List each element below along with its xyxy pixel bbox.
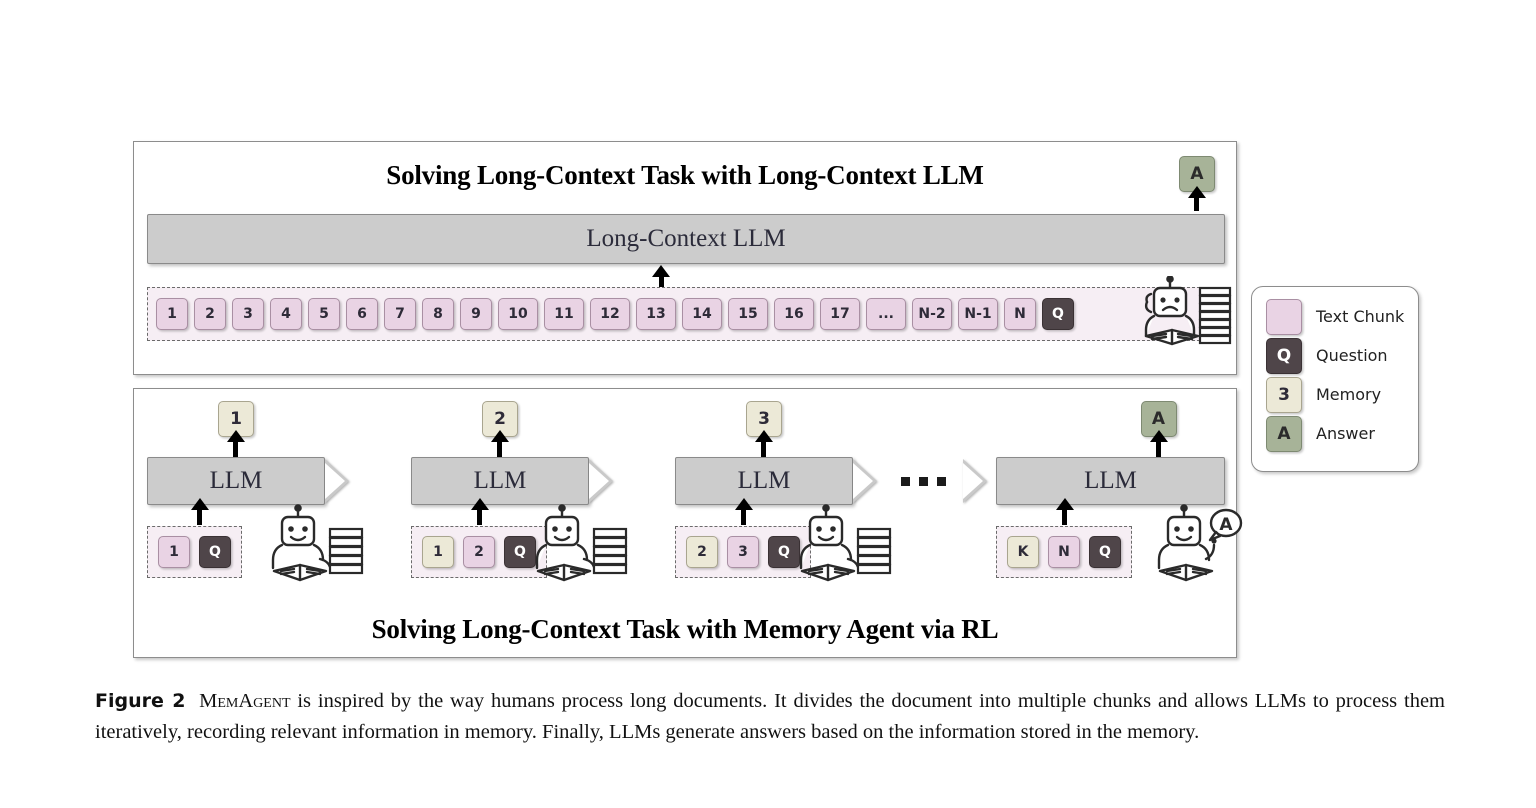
chunk-token: 1	[156, 298, 188, 330]
caption-figure-label: Figure 2	[95, 690, 186, 712]
top-panel-title: Solving Long-Context Task with Long-Cont…	[386, 160, 984, 190]
legend-swatch-answer: A	[1266, 415, 1302, 452]
step-3-output-arrow-stem	[761, 439, 766, 457]
step-1-input-arrow-head	[191, 498, 209, 510]
robot-writing-with-book-stack	[535, 504, 628, 582]
legend-swatch-chunk	[1266, 298, 1302, 335]
chunk-token: 9	[460, 298, 492, 330]
chunk-token: 7	[384, 298, 416, 330]
step-2-output-arrow-head	[491, 430, 509, 442]
chunk-token: N	[1004, 298, 1036, 330]
step-4-input-arrow-head	[1056, 498, 1074, 510]
step-separator-triangle	[589, 459, 613, 503]
legend-item-memory: 3 Memory	[1266, 375, 1418, 414]
step-separator-triangle	[325, 459, 349, 503]
chunk-token: 12	[590, 298, 630, 330]
caption-body: is inspired by the way humans process lo…	[95, 690, 1445, 743]
legend-item-question: Q Question	[1266, 336, 1418, 375]
legend-label: Question	[1316, 346, 1388, 365]
step-1-output-arrow-stem	[233, 439, 238, 457]
memory-token: K	[1007, 536, 1039, 568]
chunk-token: 4	[270, 298, 302, 330]
legend-item-text-chunk: Text Chunk	[1266, 297, 1418, 336]
chunk-token: 5	[308, 298, 340, 330]
chunk-token: 3	[727, 536, 759, 568]
chunk-token: 17	[820, 298, 860, 330]
answer-arrow-stem	[1194, 195, 1199, 211]
chunk-token: 6	[346, 298, 378, 330]
chunk-token: 8	[422, 298, 454, 330]
caption-system-name: MemAgent	[199, 690, 291, 712]
top-panel: Solving Long-Context Task with Long-Cont…	[133, 141, 1237, 375]
robot-writing-with-book-stack	[271, 504, 364, 582]
steps-ellipsis	[901, 477, 946, 486]
bottom-panel: Solving Long-Context Task with Memory Ag…	[133, 388, 1243, 658]
step-separator-triangle	[853, 459, 877, 503]
step-separator-triangle	[963, 459, 987, 503]
chunk-token: 1	[158, 536, 190, 568]
context-arrow-head	[652, 265, 670, 277]
step-4-input-arrow-stem	[1062, 507, 1067, 525]
legend-item-answer: A Answer	[1266, 414, 1418, 453]
robot-answering-with-speech-bubble: A	[1157, 504, 1243, 582]
context-arrow-stem	[659, 275, 664, 289]
legend-swatch-memory: 3	[1266, 376, 1302, 413]
chunk-token: 13	[636, 298, 676, 330]
chunk-token: 3	[232, 298, 264, 330]
long-context-llm-box: Long-Context LLM	[147, 214, 1225, 264]
bottom-panel-title: Solving Long-Context Task with Memory Ag…	[371, 614, 999, 644]
legend-label: Text Chunk	[1316, 307, 1405, 326]
question-token: Q	[504, 536, 536, 568]
question-token: Q	[768, 536, 800, 568]
llm-box-step-3: LLM	[675, 457, 853, 505]
chunk-token: 16	[774, 298, 814, 330]
step-3-input-arrow-stem	[741, 507, 746, 525]
chunk-token: 2	[194, 298, 226, 330]
memory-token: 2	[686, 536, 718, 568]
svg-text:A: A	[1219, 515, 1233, 535]
llm-box-step-4: LLM	[996, 457, 1225, 505]
chunk-token: 2	[463, 536, 495, 568]
question-token: Q	[1042, 298, 1074, 330]
chunk-token: 15	[728, 298, 768, 330]
llm-box-step-1: LLM	[147, 457, 325, 505]
step-3-input-arrow-head	[735, 498, 753, 510]
step-2-output-arrow-stem	[497, 439, 502, 457]
answer-arrow-head	[1188, 186, 1206, 198]
question-token: Q	[199, 536, 231, 568]
chunk-token: N-2	[912, 298, 952, 330]
chunk-token: 10	[498, 298, 538, 330]
chunk-token: ...	[866, 298, 906, 330]
chunk-token: N-1	[958, 298, 998, 330]
step-4-output-arrow-stem	[1155, 439, 1161, 457]
step-2-input-arrow-stem	[477, 507, 482, 525]
llm-box-step-2: LLM	[411, 457, 589, 505]
legend-label: Memory	[1316, 385, 1382, 404]
legend-label: Answer	[1316, 424, 1375, 443]
chunk-token: 11	[544, 298, 584, 330]
step-2-input-arrow-head	[471, 498, 489, 510]
robot-writing-with-book-stack	[799, 504, 892, 582]
step-1-input-arrow-stem	[197, 507, 202, 525]
step-3-output-arrow-head	[755, 430, 773, 442]
legend-swatch-question: Q	[1266, 337, 1302, 374]
chunk-token: 14	[682, 298, 722, 330]
figure-caption: Figure 2 MemAgent is inspired by the way…	[95, 686, 1445, 748]
step-4-output-answer-token: A	[1140, 401, 1177, 437]
question-token: Q	[1089, 536, 1121, 568]
memory-token: 1	[422, 536, 454, 568]
step-1-output-arrow-head	[227, 430, 245, 442]
sad-robot-reading-icon	[1144, 276, 1232, 346]
chunk-token: N	[1048, 536, 1080, 568]
step-4-output-arrow-head	[1149, 430, 1168, 442]
